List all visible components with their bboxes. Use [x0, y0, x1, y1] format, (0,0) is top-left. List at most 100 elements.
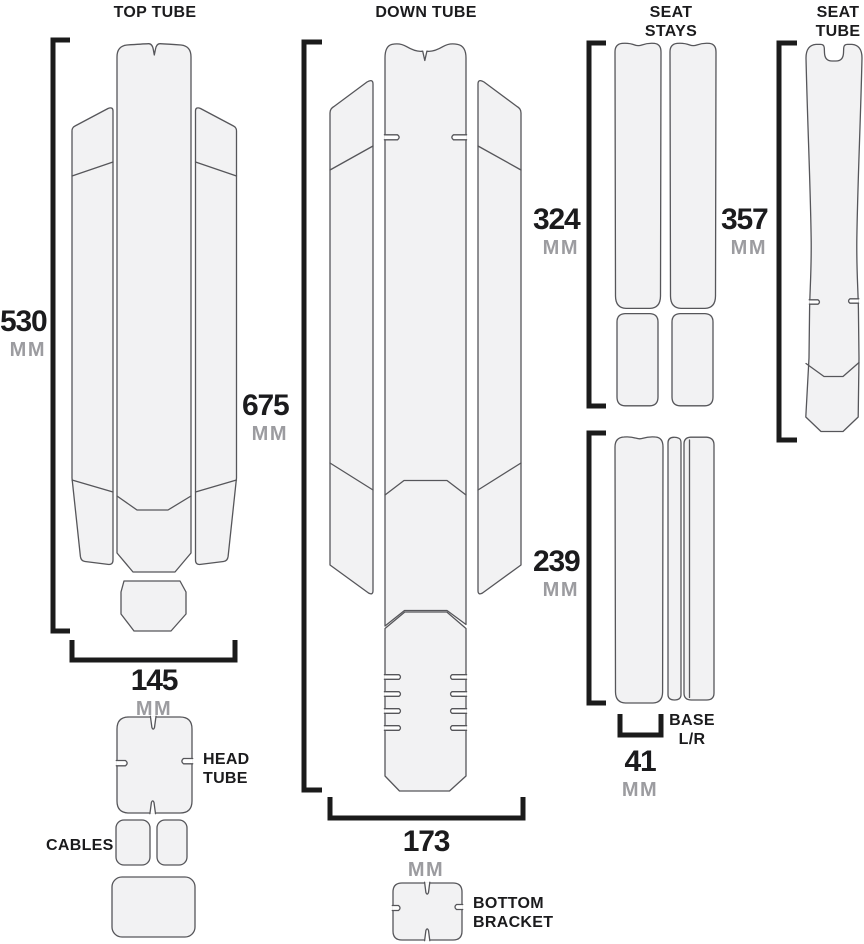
down-tube-left-fold-line [329, 462, 374, 491]
seat-tube-length-value: 357 [721, 203, 769, 236]
base-left-decal [614, 436, 664, 704]
top-tube-right-fold-line [194, 161, 238, 177]
down-tube-rib-slit [383, 725, 402, 731]
top-tube-title-text: TOP TUBE [113, 4, 197, 21]
bottom-bracket-top-slit [423, 881, 431, 895]
base-lr-label-line2: L/R [678, 730, 706, 748]
base-lr-label: BASE L/R [660, 712, 724, 750]
down-tube-title: DOWN TUBE [346, 4, 506, 23]
seat-stays-length-bracket [586, 40, 606, 409]
seat-tube-length-bracket [776, 40, 797, 443]
down-tube-length-dimension: 675 MM [242, 389, 290, 445]
top-tube-left-side-decal [71, 107, 114, 566]
top-tube-center-fold-line [116, 495, 192, 511]
base-length-value: 239 [533, 545, 581, 578]
down-tube-center-decal [384, 43, 467, 627]
down-tube-rib-slit [383, 708, 402, 714]
seat-tube-title: SEAT TUBE [788, 4, 864, 42]
seat-stays-title-line2: STAYS [644, 22, 698, 40]
down-tube-rib-slit [449, 725, 468, 731]
cables-label-text: CABLES [46, 837, 114, 854]
seat-stays-title: SEAT STAYS [621, 4, 721, 42]
base-right-wide-decal [683, 436, 715, 701]
base-decals [614, 436, 715, 704]
seat-tube-length-dimension: 357 MM [721, 203, 769, 259]
down-tube-center-fold-line [384, 479, 467, 496]
bottom-bracket-label-line2: BRACKET [473, 913, 554, 931]
cable-decal-left [115, 819, 151, 866]
bottom-bracket-label: BOTTOM BRACKET [473, 895, 553, 933]
seat-tube-fold-line [805, 361, 860, 378]
seat-tube-left-slit [808, 299, 821, 305]
seat-stay-right-upper-decal [669, 42, 717, 310]
down-tube-length-value: 675 [242, 389, 290, 422]
seat-tube-title-line1: SEAT [816, 4, 860, 21]
bottom-bracket-left-slit [391, 904, 401, 912]
seat-tube-decal [805, 43, 863, 433]
bottom-bracket-right-slit [454, 903, 464, 911]
top-tube-length-bracket [50, 37, 70, 634]
head-tube-right-slit [181, 757, 194, 765]
down-tube-rib-slit [449, 691, 468, 697]
down-tube-width-value: 173 [402, 825, 451, 858]
seat-stays-title-line1: SEAT [649, 4, 693, 21]
top-tube-decals [71, 43, 238, 632]
base-width-unit: MM [621, 779, 659, 801]
top-tube-width-value: 145 [130, 664, 179, 697]
top-tube-left-fold-line [71, 161, 114, 177]
down-tube-width-bracket [327, 797, 526, 821]
down-tube-title-text: DOWN TUBE [375, 4, 477, 21]
seat-stay-right-lower-decal [671, 312, 714, 407]
down-tube-length-bracket [301, 39, 322, 793]
top-tube-length-value: 530 [0, 305, 48, 338]
top-tube-left-fold-line [71, 479, 114, 493]
head-tube-label-line2: TUBE [203, 769, 248, 787]
top-tube-length-unit: MM [9, 339, 46, 361]
top-tube-right-fold-line [194, 479, 238, 493]
seat-tube-length-unit: MM [730, 237, 767, 259]
bottom-bracket-bottom-slit [423, 928, 431, 942]
down-tube-right-fold-line [477, 145, 522, 171]
head-tube-bottom-slit [149, 800, 157, 815]
top-tube-title: TOP TUBE [75, 4, 235, 23]
head-tube-label: HEAD TUBE [203, 751, 250, 789]
cable-decal-right [156, 819, 188, 866]
down-tube-edge-slit [383, 134, 400, 141]
down-tube-lower-decal [384, 611, 467, 792]
top-tube-end-cap-decal [120, 580, 187, 632]
down-tube-rib-slit [383, 691, 402, 697]
down-tube-left-side-decal [329, 79, 374, 595]
head-tube-decal [116, 716, 193, 814]
bottom-bracket-decal [392, 882, 463, 941]
seat-stays-decals [614, 42, 717, 407]
top-tube-length-dimension: 530 MM [0, 305, 48, 361]
top-tube-width-unit: MM [135, 698, 173, 720]
down-tube-width-dimension: 173 MM [386, 825, 466, 881]
seat-stays-length-unit: MM [542, 237, 579, 259]
cable-decal-large [111, 876, 196, 938]
seat-stays-length-dimension: 324 MM [533, 205, 581, 259]
head-tube-left-slit [115, 759, 128, 767]
base-length-unit: MM [542, 579, 579, 601]
down-tube-decals [329, 43, 522, 792]
down-tube-length-unit: MM [251, 423, 288, 445]
head-tube-cables-decals [111, 715, 196, 938]
base-width-bracket [617, 714, 664, 738]
seat-tube-right-slit [847, 298, 860, 304]
head-tube-top-slit [149, 715, 157, 730]
top-tube-right-side-decal [194, 107, 238, 566]
down-tube-edge-slit [451, 134, 468, 141]
base-width-dimension: 41 MM [600, 747, 680, 801]
down-tube-width-unit: MM [407, 859, 445, 881]
base-lr-label-line1: BASE [669, 712, 715, 729]
base-length-dimension: 239 MM [533, 545, 581, 601]
top-tube-width-dimension: 145 MM [114, 664, 194, 720]
top-tube-center-decal [116, 43, 192, 573]
base-right-narrow-decal [667, 436, 682, 701]
seat-tube-decals [805, 43, 863, 433]
top-tube-width-bracket [69, 640, 238, 663]
down-tube-right-fold-line [477, 462, 522, 491]
bottom-bracket-label-line1: BOTTOM [473, 895, 544, 912]
